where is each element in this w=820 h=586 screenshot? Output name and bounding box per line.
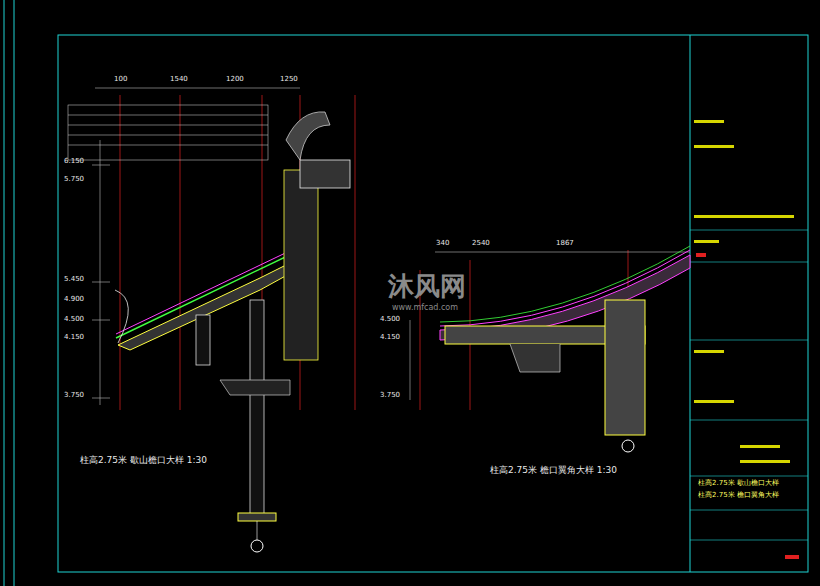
elevation: 4.150 [380,334,400,342]
drawing-title: 柱高2.75米 檐口翼角大样 1:30 [490,466,617,476]
dimension: 1250 [280,76,298,84]
elevation: 4.150 [64,334,84,342]
sheet-title: 柱高2.75米 歇山檐口大样 [698,480,779,488]
sheet-title: 柱高2.75米 檐口翼角大样 [698,492,779,500]
watermark: 沐风网 [388,272,466,301]
elevation: 5.450 [64,276,84,284]
elevation: 4.500 [380,316,400,324]
elevation: 6.150 [64,158,84,166]
dimension: 340 [436,240,449,248]
dimension: 1200 [226,76,244,84]
dimension: 100 [114,76,127,84]
elevation: 4.500 [64,316,84,324]
elevation: 3.750 [64,392,84,400]
elevation: 3.750 [380,392,400,400]
dimension: 2540 [472,240,490,248]
elevation: 4.900 [64,296,84,304]
dimension: 1867 [556,240,574,248]
dimension: 1540 [170,76,188,84]
elevation: 5.750 [64,176,84,184]
drawing-title: 柱高2.75米 歇山檐口大样 1:30 [80,456,207,466]
watermark: www.mfcad.com [392,304,458,313]
